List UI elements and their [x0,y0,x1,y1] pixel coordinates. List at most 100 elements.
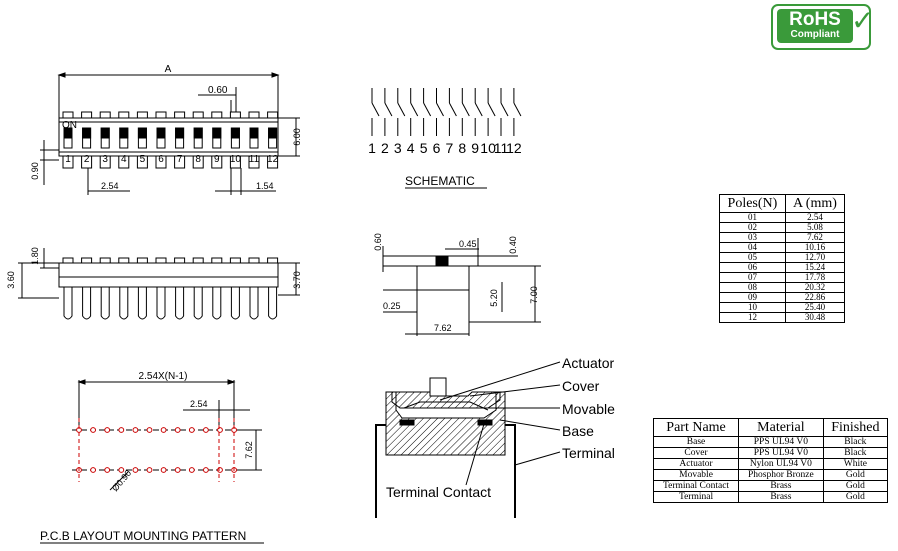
table-cell: Black [822,436,889,448]
pcb-hole [132,467,139,473]
dim-254: 2.54 [101,181,119,191]
dim-600: 6.00 [292,128,302,146]
table-cell: 10 [719,302,786,313]
schematic-number: 3 [394,140,402,156]
rohs-title: RoHS [789,9,841,30]
dim-360: 3.60 [6,271,16,289]
terminal-contact-label: Terminal Contact [386,484,491,500]
dim-ev-700: 7.00 [529,286,539,304]
table-cell: Cover [652,447,740,459]
table-cell: 04 [719,242,786,253]
checkmark-icon: ✓ [851,4,875,37]
pcb-hole [203,427,209,433]
table-cell: Black [822,447,889,459]
pcb-hole [160,427,167,433]
table-cell: Movable [652,469,740,481]
rohs-subtitle: Compliant [790,29,840,40]
pcb-hole [104,467,111,473]
pcb-hole [90,467,96,473]
table-cell: 7.62 [784,232,846,243]
table-cell: 07 [719,272,786,283]
table-cell: Terminal [652,491,740,503]
table-cell: 06 [719,262,786,273]
dim-090: 0.90 [30,162,40,180]
position-number: 9 [214,154,220,165]
table-cell: 25.40 [784,302,846,313]
position-number: 4 [121,154,127,165]
header-part-name: Part Name [652,418,740,437]
cross-section-label: Actuator [562,355,614,371]
table-cell: 02 [719,222,786,233]
table-cell: 12.70 [784,252,846,263]
table-cell: 01 [719,212,786,223]
table-cell: Terminal Contact [652,480,740,492]
table-cell: 10.16 [784,242,846,253]
schematic-number: 6 [433,140,441,156]
position-number: 1 [65,154,71,165]
pcb-hole [160,467,167,473]
pcb-hole [203,467,209,473]
table-cell: PPS UL94 V0 [738,436,824,448]
position-number: 7 [177,154,183,165]
dim-180: 1.80 [30,247,40,265]
pcb-layout: 2.54X(N-1) 2.54 7.62 Ø0.90 P.C.B LAYOUT … [40,371,264,544]
dim-ev-040: 0.40 [508,236,518,254]
schematic-number: 7 [446,140,454,156]
rohs-logo: RoHS Compliant [777,9,853,43]
table-cell: 08 [719,282,786,293]
pcb-title: P.C.B LAYOUT MOUNTING PATTERN [40,529,246,543]
header-finished: Finished [822,418,889,437]
pcb-hole [146,467,153,473]
side-view: 1.80 3.60 3.70 [6,247,302,320]
dim-ev-060: 0.60 [373,233,383,251]
on-label: ON [62,120,77,131]
pcb-hole [146,427,153,433]
table-cell: 2.54 [784,212,846,223]
pcb-hole [90,427,96,433]
table-cell: White [822,458,889,470]
dim-ev-025: 0.25 [383,301,401,311]
cross-section-label: Terminal [562,445,615,461]
schematic-number: 1 [368,140,376,156]
table-cell: 03 [719,232,786,243]
dim-ev-045: 0.45 [459,239,477,249]
table-cell: 15.24 [784,262,846,273]
dim-ev-762: 7.62 [434,323,452,333]
schematic-number: 11 [494,140,509,156]
table-cell: 22.86 [784,292,846,303]
table-cell: Brass [738,491,824,503]
position-number: 5 [140,154,146,165]
dim-ev-520: 5.20 [489,289,499,307]
table-cell: Gold [822,491,889,503]
header-material: Material [738,418,824,437]
pcb-hole [118,427,125,433]
cross-section-label: Cover [562,378,600,394]
schematic-number: 8 [458,140,466,156]
pcb-hole [174,467,181,473]
rohs-badge: RoHS Compliant ✓ [771,4,875,50]
position-number: 12 [267,154,279,165]
terminal-right [505,424,516,518]
schematic-number: 2 [381,140,389,156]
table-cell: 5.08 [784,222,846,233]
pcb-hole [217,427,223,433]
pcb-hole [188,467,195,473]
movable-part [403,401,489,411]
table-cell: 05 [719,252,786,263]
header-poles: Poles(N) [719,194,786,213]
table-cell: Nylon UL94 V0 [738,458,824,470]
